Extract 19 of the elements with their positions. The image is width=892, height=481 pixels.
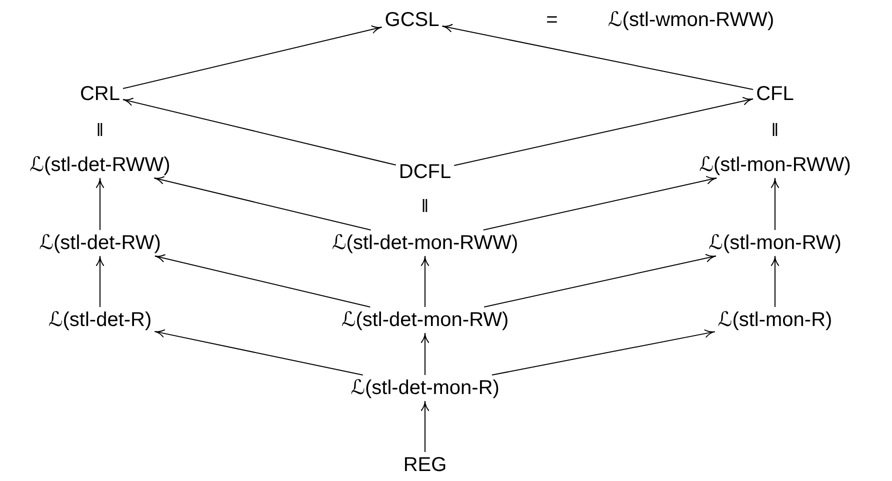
equality-sign: ‖ (96, 121, 104, 141)
class-label: ℒ(stl-det-RW) (37, 231, 163, 255)
class-label: ℒ(stl-det-mon-RWW) (330, 231, 520, 255)
equality-sign: ‖ (771, 121, 779, 141)
class-label: DCFL (396, 160, 454, 184)
class-label: ℒ(stl-det-mon-RW) (339, 308, 511, 332)
class-label: ℒ(stl-det-R) (46, 308, 154, 332)
equality-sign: ‖ (421, 197, 429, 217)
class-label: ℒ(stl-mon-RW) (706, 231, 844, 255)
class-label: ℒ(stl-det-mon-R) (348, 376, 502, 400)
class-label: CRL (78, 82, 122, 106)
class-label: REG (401, 453, 449, 477)
class-label: GCSL (382, 8, 442, 32)
class-label: CFL (754, 82, 796, 106)
equation-text: = (546, 9, 558, 31)
equation-text: ℒ(stl-wmon-RWW) (608, 9, 774, 31)
class-label: ℒ(stl-det-RWW) (28, 153, 172, 177)
class-label: ℒ(stl-mon-R) (716, 308, 834, 332)
class-label: ℒ(stl-mon-RWW) (697, 153, 853, 177)
